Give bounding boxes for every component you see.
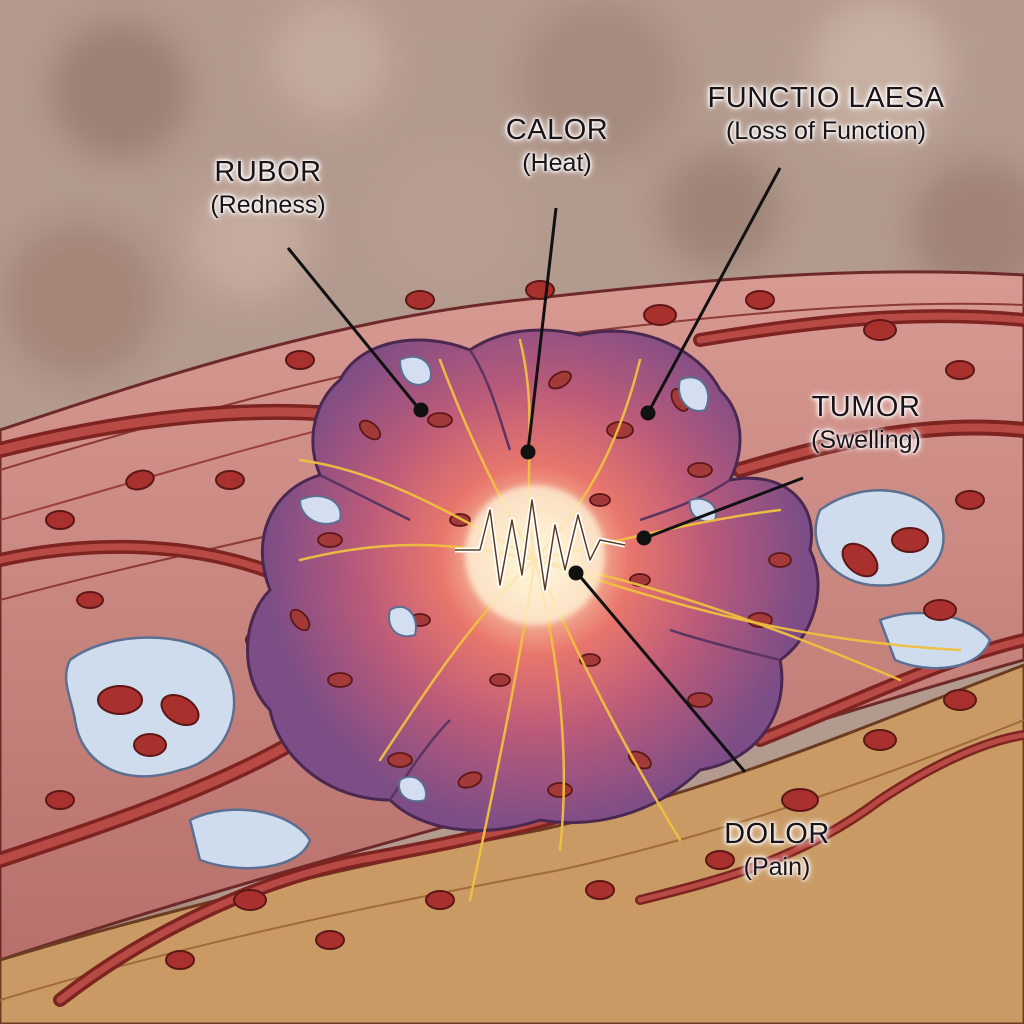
red-blood-cells-tissue — [45, 280, 985, 970]
label-rubor-term: RUBOR — [214, 156, 322, 188]
label-functio-laesa-gloss: (Loss of Function) — [725, 117, 927, 145]
label-functio-laesa: FUNCTIO LAESA (Loss of Function) — [676, 80, 976, 146]
mass-exudate — [298, 355, 717, 803]
label-calor-term: CALOR — [505, 114, 609, 146]
label-dolor: DOLOR (Pain) — [702, 816, 852, 882]
label-tumor: TUMOR (Swelling) — [784, 389, 948, 455]
pain-spark — [455, 485, 626, 625]
label-rubor-gloss: (Redness) — [210, 191, 326, 219]
label-calor-gloss: (Heat) — [522, 149, 592, 177]
label-calor: CALOR (Heat) — [487, 112, 627, 178]
leader-lines — [286, 167, 804, 773]
label-tumor-gloss: (Swelling) — [811, 426, 921, 454]
cells-in-mass — [289, 370, 792, 798]
label-dolor-gloss: (Pain) — [743, 853, 811, 881]
label-rubor: RUBOR (Redness) — [188, 154, 348, 220]
edema-pockets — [64, 489, 992, 870]
label-tumor-term: TUMOR — [811, 391, 921, 423]
label-functio-laesa-term: FUNCTIO LAESA — [707, 82, 945, 114]
label-dolor-term: DOLOR — [724, 818, 830, 850]
lower-fat-layer — [0, 663, 1024, 1024]
